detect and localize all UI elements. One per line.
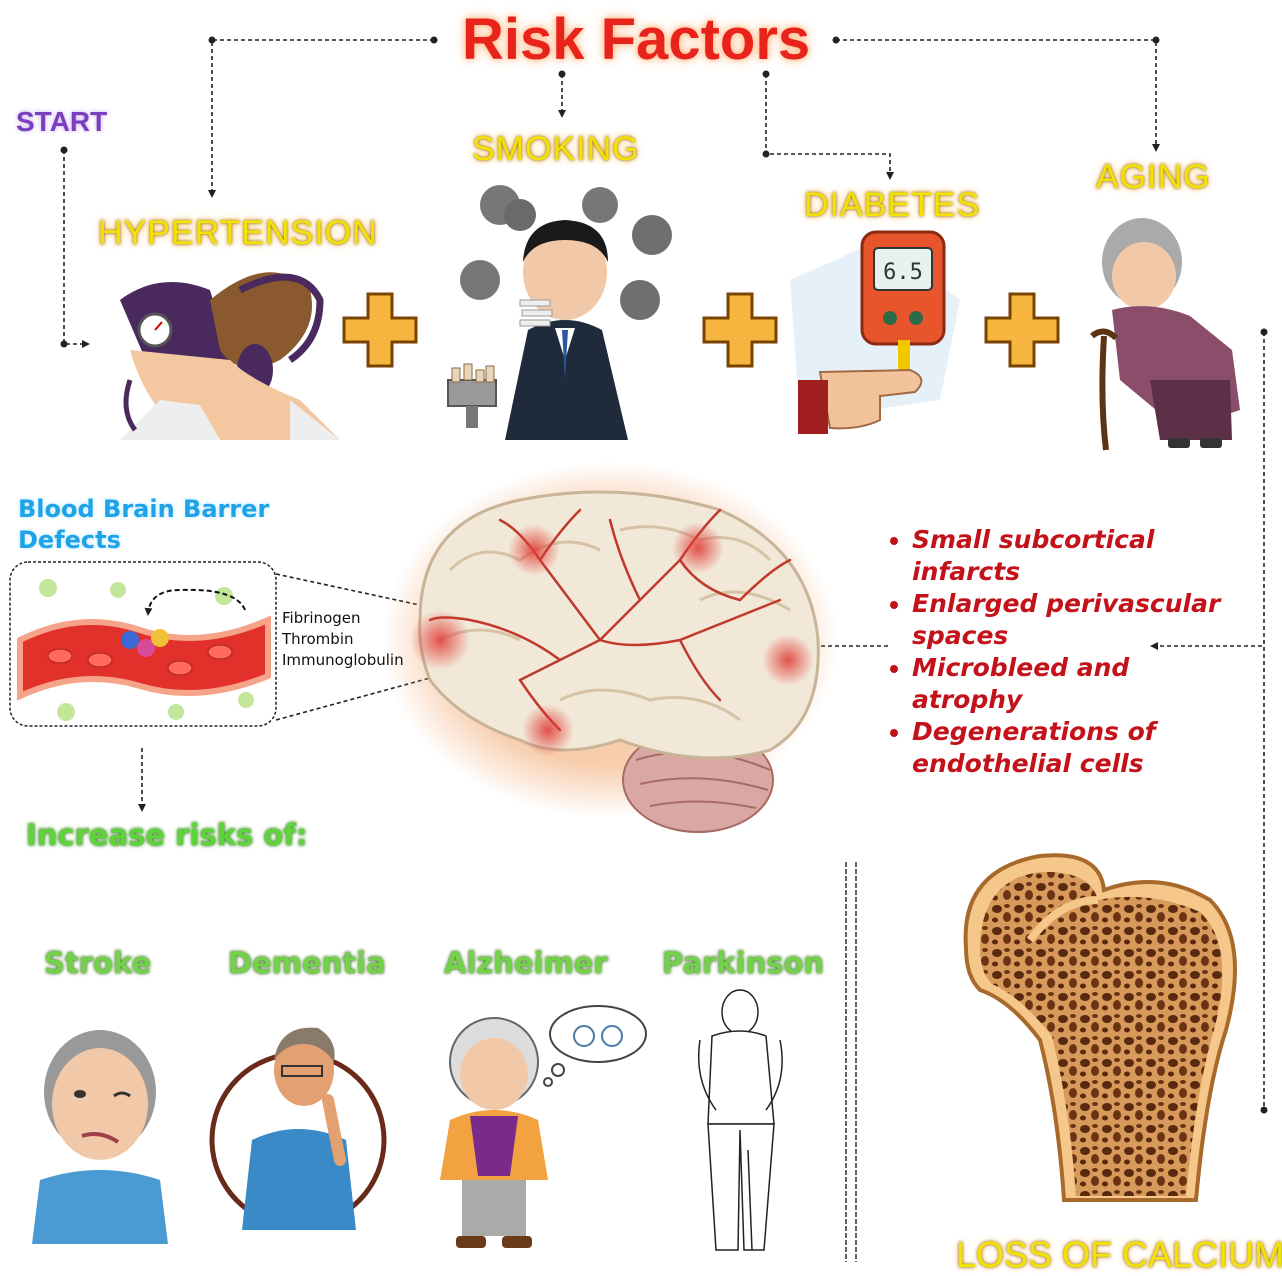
finding-item: Small subcorticalinfarcts	[912, 524, 1220, 588]
plus-sign	[986, 294, 1058, 366]
risk-factor-hypertension: HYPERTENSION	[98, 214, 378, 253]
glucose-meter-icon: 6.5	[790, 232, 960, 434]
molecule-immunoglobulin: Immunoglobulin	[282, 650, 404, 671]
findings-list: Small subcorticalinfarcts Enlarged periv…	[880, 524, 1220, 780]
increase-risks-label: Increase risks of:	[26, 818, 307, 852]
bbb-title: Blood Brain Barrer Defects	[18, 494, 269, 556]
plus-sign	[704, 294, 776, 366]
disease-parkinson: Parkinson	[662, 946, 824, 980]
alzheimer-woman-icon	[440, 1006, 646, 1248]
brain-icon	[382, 462, 838, 832]
risk-factor-diabetes: DIABETES	[804, 186, 980, 225]
femur-bone-icon	[966, 855, 1235, 1200]
dementia-man-icon	[212, 1028, 384, 1230]
risk-factor-aging: AGING	[1096, 158, 1211, 197]
smoking-man-icon	[448, 185, 672, 440]
finding-item: Enlarged perivascularspaces	[912, 588, 1220, 652]
molecule-list: Fibrinogen Thrombin Immunoglobulin	[282, 608, 404, 671]
blood-pressure-cuff-icon	[120, 272, 340, 440]
molecule-thrombin: Thrombin	[282, 629, 404, 650]
start-label: START	[16, 106, 107, 138]
svg-text:6.5: 6.5	[883, 260, 923, 285]
page-title: Risk Factors	[462, 6, 810, 73]
finding-item: Degenerations ofendothelial cells	[912, 716, 1220, 780]
loss-of-calcium-label: LOSS OF CALCIUM	[956, 1234, 1282, 1276]
molecule-fibrinogen: Fibrinogen	[282, 608, 404, 629]
plus-sign	[344, 294, 416, 366]
parkinson-man-icon	[699, 990, 782, 1250]
bbb-title-line2: Defects	[18, 525, 269, 556]
bbb-title-line1: Blood Brain Barrer	[18, 494, 269, 525]
elderly-woman-icon	[1092, 218, 1240, 450]
disease-dementia: Dementia	[228, 946, 386, 980]
disease-stroke: Stroke	[44, 946, 151, 980]
stroke-patient-icon	[32, 1030, 168, 1244]
divider-double-line	[846, 862, 856, 1262]
risk-factor-smoking: SMOKING	[472, 130, 640, 169]
finding-item: Microbleed andatrophy	[912, 652, 1220, 716]
disease-alzheimer: Alzheimer	[444, 946, 608, 980]
